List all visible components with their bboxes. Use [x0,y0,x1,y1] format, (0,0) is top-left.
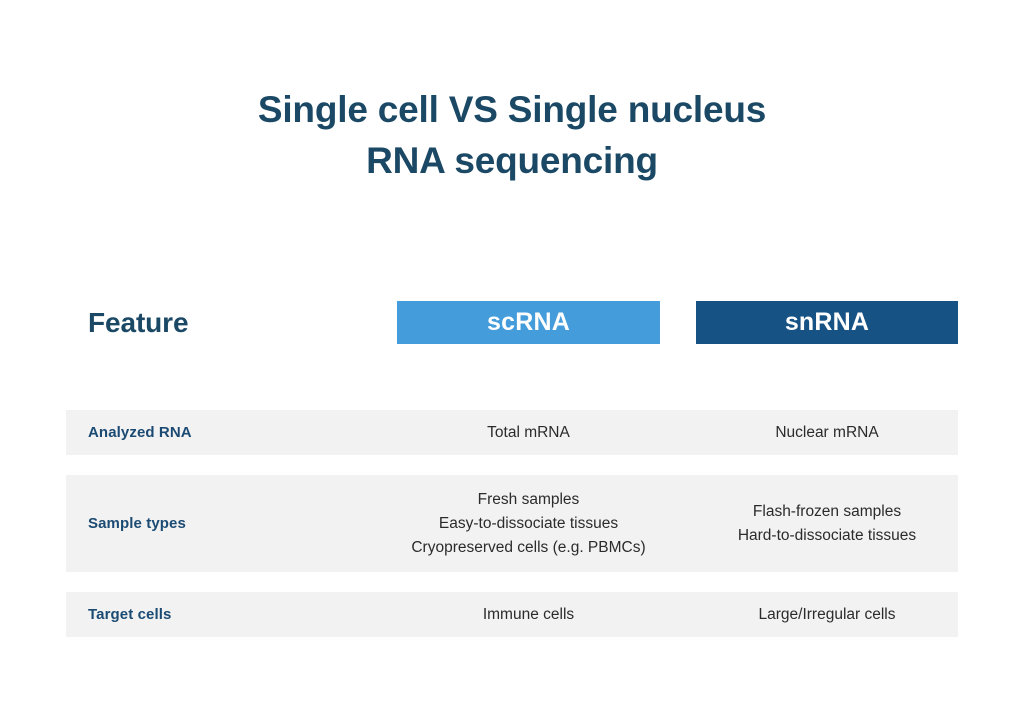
header-scrna-cell: scRNA [397,301,660,344]
cell-line: Nuclear mRNA [775,423,879,441]
cell-text-block: Nuclear mRNA [775,421,878,445]
row-scrna-cell: Total mRNA [397,410,660,455]
row-scrna-cell: Fresh samples Easy-to-dissociate tissues… [397,475,660,572]
header-feature-cell: Feature [66,301,397,344]
cell-line: Fresh samples [477,490,580,508]
cell-line: Cryopreserved cells (e.g. PBMCs) [411,538,646,556]
row-scrna-cell: Immune cells [397,592,660,637]
cell-line: Total mRNA [487,423,570,441]
cell-line: Large/Irregular cells [758,605,896,623]
row-gap [66,572,958,592]
cell-text-block: Flash-frozen samples Hard-to-dissociate … [738,500,916,548]
cell-line: Hard-to-dissociate tissues [737,526,917,544]
scrna-column-badge: scRNA [397,301,660,344]
header-snrna-cell: snRNA [696,301,958,344]
cell-text-block: Fresh samples Easy-to-dissociate tissues… [411,488,645,560]
page-title-line-1: Single cell VS Single nucleus [257,89,767,130]
row-snrna-cell: Nuclear mRNA [696,410,958,455]
page-title: Single cell VS Single nucleus RNA sequen… [0,84,1024,186]
feature-column-heading: Feature [88,306,189,338]
column-gap [660,592,696,637]
cell-line: Immune cells [482,605,575,623]
row-label: Target cells [88,606,172,623]
cell-line: Flash-frozen samples [752,502,902,520]
column-gap [660,410,696,455]
row-label: Sample types [88,515,186,532]
cell-line: Easy-to-dissociate tissues [438,514,619,532]
cell-text-block: Immune cells [483,603,574,627]
comparison-table: Feature scRNA snRNA Analyzed RNA Total m… [66,301,958,637]
snrna-column-badge: snRNA [696,301,958,344]
table-row: Sample types Fresh samples Easy-to-disso… [66,475,958,572]
table-row: Target cells Immune cells Large/Irregula… [66,592,958,637]
row-label: Analyzed RNA [88,424,192,441]
cell-text-block: Large/Irregular cells [759,603,896,627]
column-gap [660,301,696,344]
table-row: Analyzed RNA Total mRNA Nuclear mRNA [66,410,958,455]
row-gap [66,455,958,475]
table-header-row: Feature scRNA snRNA [66,301,958,344]
cell-text-block: Total mRNA [487,421,570,445]
row-snrna-cell: Large/Irregular cells [696,592,958,637]
header-body-spacer [66,344,958,410]
column-gap [660,475,696,572]
row-snrna-cell: Flash-frozen samples Hard-to-dissociate … [696,475,958,572]
page-title-line-2: RNA sequencing [366,140,658,181]
